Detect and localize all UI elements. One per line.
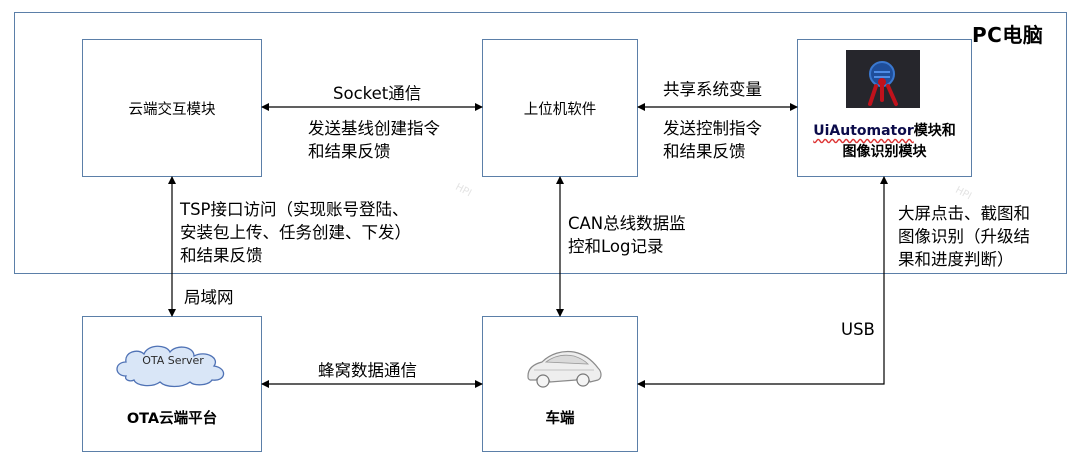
ota-server-cloud-icon xyxy=(116,345,225,388)
phone-screen-image xyxy=(846,50,920,108)
usb-label: USB xyxy=(841,320,875,339)
pc-frame-label: PC电脑 xyxy=(972,23,1044,47)
socket-detail-line2: 和结果反馈 xyxy=(308,142,391,161)
shared-variable-label: 共享系统变量 xyxy=(663,80,762,99)
cellular-label: 蜂窝数据通信 xyxy=(318,361,417,380)
control-command-line1: 发送控制指令 xyxy=(663,119,762,138)
tsp-line3: 和结果反馈 xyxy=(180,246,263,265)
ota-platform-title: OTA云端平台 xyxy=(126,411,218,427)
control-command-line2: 和结果反馈 xyxy=(663,142,746,161)
can-line1: CAN总线数据监 xyxy=(568,214,686,233)
screen-line3: 果和进度判断） xyxy=(898,250,1014,269)
vehicle-title: 车端 xyxy=(545,411,575,427)
screen-line1: 大屏点击、截图和 xyxy=(898,204,1030,223)
screen-line2: 图像识别（升级结 xyxy=(898,227,1030,246)
uiautomator-brand: UiAutomator xyxy=(813,123,914,139)
socket-detail-line1: 发送基线创建指令 xyxy=(308,119,440,138)
cloud-interaction-box: 云端交互模块 xyxy=(82,39,262,177)
uiautomator-title-line2: 图像识别模块 xyxy=(842,144,927,160)
uiautomator-title-rest: 模块和 xyxy=(913,123,956,139)
cloud-interaction-title: 云端交互模块 xyxy=(128,102,216,118)
can-line2: 控和Log记录 xyxy=(568,237,664,256)
uiautomator-title-line1: UiAutomator模块和 xyxy=(798,120,971,140)
usb-connector xyxy=(637,176,888,388)
ota-server-label: OTA Server xyxy=(142,354,204,367)
tsp-line1: TSP接口访问（实现账号登陆、 xyxy=(180,200,409,219)
pc-frame xyxy=(14,12,1067,274)
socket-label: Socket通信 xyxy=(333,84,422,103)
tsp-line2: 安装包上传、任务创建、下发） xyxy=(180,223,411,242)
lan-label: 局域网 xyxy=(184,288,234,307)
vehicle-car-icon xyxy=(527,350,602,388)
host-software-title: 上位机软件 xyxy=(523,102,597,118)
